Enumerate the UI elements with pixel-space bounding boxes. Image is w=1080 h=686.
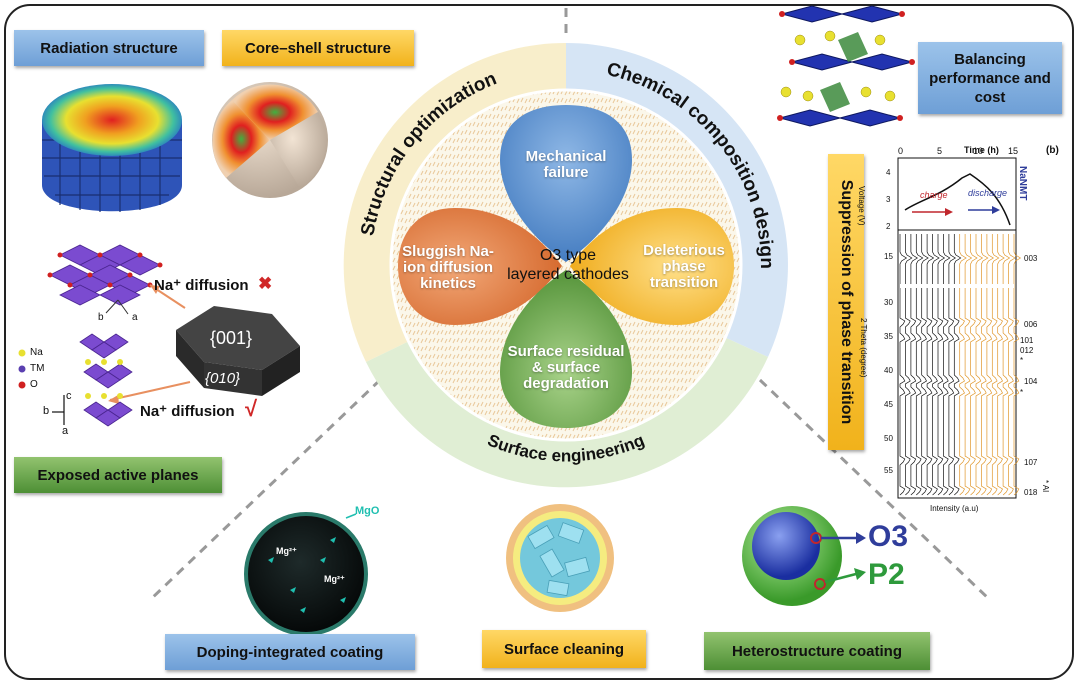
xrd-trace bbox=[943, 234, 951, 496]
time-tick-1: 5 bbox=[937, 146, 943, 156]
xrd-trace bbox=[964, 234, 973, 496]
discharge-label: discharge bbox=[968, 188, 1008, 198]
xrd-trace bbox=[915, 234, 924, 496]
time-tick-0: 0 bbox=[898, 146, 904, 156]
xrd-trace bbox=[1002, 234, 1011, 496]
axis-label-b: b bbox=[43, 405, 50, 417]
theta-tick-6: 55 bbox=[884, 466, 893, 475]
theta-tick-5: 50 bbox=[884, 434, 893, 443]
center-title-line1: O3 type bbox=[539, 247, 597, 264]
cross-mark: ✖ bbox=[258, 274, 273, 293]
xrd-trace bbox=[1013, 234, 1022, 496]
xrd-trace bbox=[910, 234, 918, 496]
xrd-trace bbox=[970, 234, 978, 496]
petal-top bbox=[500, 105, 632, 262]
theta-tick-2: 35 bbox=[884, 332, 893, 341]
axis-label-a-top: a bbox=[132, 312, 138, 323]
check-mark: √ bbox=[245, 396, 258, 421]
theta-tick-3: 40 bbox=[884, 366, 893, 375]
legend-o: O bbox=[30, 379, 38, 390]
peak-018: 018 bbox=[1024, 488, 1038, 497]
xrd-trace bbox=[937, 234, 946, 496]
peak-star-2: * bbox=[1020, 388, 1024, 397]
axis-label-b-top: b bbox=[98, 312, 104, 323]
theta-tick-0: 15 bbox=[884, 252, 893, 261]
label-surface-cleaning: Surface cleaning bbox=[482, 630, 646, 668]
charge-label: charge bbox=[920, 190, 948, 200]
center-title: O3 type layered cathodes bbox=[506, 246, 630, 284]
peak-101: 101 bbox=[1020, 336, 1034, 345]
axis-label-a: a bbox=[62, 425, 69, 437]
center-title-line2: layered cathodes bbox=[507, 266, 629, 283]
peak-006: 006 bbox=[1024, 320, 1038, 329]
xrd-trace bbox=[975, 234, 984, 496]
xrd-time-label: Time (h) bbox=[964, 145, 999, 155]
peak-star-1: * bbox=[1020, 356, 1024, 365]
xrd-trace bbox=[991, 234, 1000, 496]
mgo-label: MgO bbox=[355, 505, 380, 517]
theta-tick-4: 45 bbox=[884, 400, 893, 409]
xrd-trace bbox=[921, 234, 929, 496]
voltage-tick-2: 2 bbox=[886, 222, 891, 231]
na-diffusion-bad-label: Na⁺ diffusion bbox=[154, 277, 249, 294]
facet-001-label: {001} bbox=[210, 328, 253, 348]
xrd-trace bbox=[986, 234, 994, 496]
facet-010-label: {010} bbox=[205, 370, 241, 387]
peak-003: 003 bbox=[1024, 254, 1038, 263]
top-lattice bbox=[49, 244, 161, 306]
peak-012: 012 bbox=[1020, 346, 1034, 355]
xrd-trace bbox=[899, 234, 908, 496]
xrd-trace bbox=[932, 234, 940, 496]
time-tick-2: 10 bbox=[973, 146, 984, 156]
petal-right-label: Deleterious phase transition bbox=[643, 242, 725, 291]
petal-bottom-label: Surface residual & surface degradation bbox=[507, 343, 625, 392]
label-suppression-box: Suppression of phase transition bbox=[828, 154, 864, 450]
xrd-panel-label: (b) bbox=[1046, 145, 1059, 156]
xrd-trace bbox=[959, 234, 967, 496]
theta-tick-1: 30 bbox=[884, 298, 893, 307]
xrd-trace bbox=[926, 234, 935, 496]
legend-na: Na bbox=[30, 347, 43, 358]
mg-label-1: Mg²⁺ bbox=[276, 546, 297, 556]
o3-label: O3 bbox=[868, 520, 909, 553]
label-heterostructure-coating: Heterostructure coating bbox=[704, 632, 930, 670]
na-diffusion-good-label: Na⁺ diffusion bbox=[140, 403, 235, 420]
label-radiation-structure: Radiation structure bbox=[14, 30, 204, 66]
voltage-tick-0: 4 bbox=[886, 168, 891, 177]
xrd-trace bbox=[981, 234, 989, 496]
petal-top-label: Mechanical failure bbox=[525, 148, 607, 181]
voltage-tick-1: 3 bbox=[886, 195, 891, 204]
xrd-trace bbox=[905, 234, 913, 496]
peak-104: 104 bbox=[1024, 377, 1038, 386]
axis-label-c: c bbox=[66, 390, 72, 402]
petal-left-label: Sluggish Na-ion diffusion kinetics bbox=[402, 243, 494, 292]
legend-tm: TM bbox=[30, 363, 45, 374]
layered-structure bbox=[79, 333, 133, 427]
xrd-trace bbox=[953, 234, 962, 496]
petal-bottom bbox=[500, 270, 632, 428]
mg-label-2: Mg²⁺ bbox=[324, 574, 345, 584]
label-doping-integrated-coating: Doping-integrated coating bbox=[165, 634, 415, 670]
intensity-axis-label: Intensity (a.u) bbox=[930, 504, 979, 513]
label-balancing-performance-cost: Balancing performance and cost bbox=[918, 42, 1062, 114]
label-core-shell-structure: Core–shell structure bbox=[222, 30, 414, 66]
petal-right bbox=[570, 208, 734, 325]
peak-107: 107 bbox=[1024, 458, 1038, 467]
xrd-trace bbox=[1008, 234, 1016, 496]
xrd-lines bbox=[899, 234, 1022, 496]
xrd-trace bbox=[948, 234, 956, 496]
xrd-trace bbox=[997, 234, 1005, 496]
petal-left bbox=[398, 208, 562, 325]
time-tick-3: 15 bbox=[1008, 146, 1019, 156]
label-exposed-active-planes: Exposed active planes bbox=[14, 457, 222, 493]
p2-label: P2 bbox=[868, 558, 905, 591]
